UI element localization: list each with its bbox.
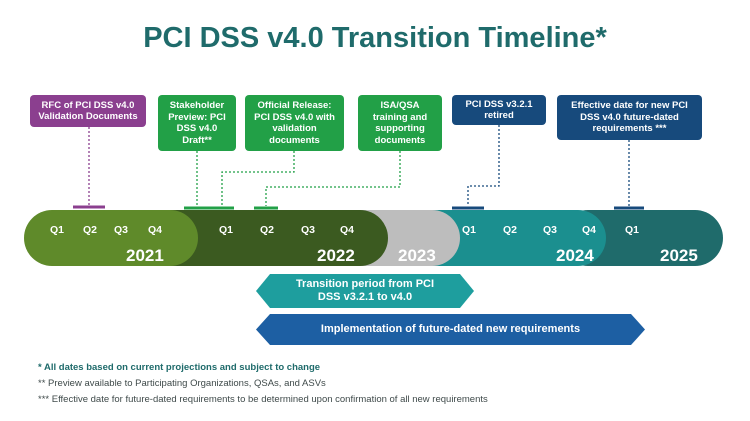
quarter-2025-q1: Q1 <box>625 224 640 236</box>
callout-official-release-text: Official Release: PCI DSS v4.0 with vali… <box>254 100 335 146</box>
connector-isa-qsa <box>254 151 401 210</box>
quarter-2021-q4: Q4 <box>148 224 163 236</box>
callout-official-release: Official Release: PCI DSS v4.0 with vali… <box>245 95 344 151</box>
quarter-2022-q2: Q2 <box>260 224 275 236</box>
footnote-2: ** Preview available to Participating Or… <box>38 378 326 389</box>
year-2022: 2022 <box>317 246 355 265</box>
quarter-2021-q3: Q3 <box>114 224 129 236</box>
timeline-segment-2021 <box>24 210 198 266</box>
footnote-3: *** Effective date for future-dated requ… <box>38 394 488 405</box>
transition-period-text: Transition period from PCI DSS v3.2.1 to… <box>295 278 435 303</box>
quarter-2024-q4: Q4 <box>582 224 597 236</box>
page-title: PCI DSS v4.0 Transition Timeline* <box>143 22 607 54</box>
connector-v321-retired <box>452 125 500 210</box>
callout-stakeholder-preview-text: Stakeholder Preview: PCI DSS v4.0 Draft*… <box>168 100 226 146</box>
connector-effective-date <box>614 140 644 210</box>
transition-period-arrow: Transition period from PCI DSS v3.2.1 to… <box>256 274 474 308</box>
callout-isa-qsa-training-text: ISA/QSA training and supporting document… <box>372 100 428 146</box>
quarter-2021-q2: Q2 <box>83 224 98 236</box>
year-2021: 2021 <box>126 246 164 265</box>
quarter-2022-q4: Q4 <box>340 224 355 236</box>
quarter-2022-q1: Q1 <box>219 224 234 236</box>
implementation-arrow: Implementation of future-dated new requi… <box>256 314 645 345</box>
callout-effective-date: Effective date for new PCI DSS v4.0 futu… <box>557 95 702 140</box>
connector-official-release <box>221 151 295 206</box>
quarter-2022-q3: Q3 <box>301 224 316 236</box>
year-2025: 2025 <box>660 246 698 265</box>
footnote-1: * All dates based on current projections… <box>38 362 321 373</box>
callout-rfc: RFC of PCI DSS v4.0 Validation Documents <box>30 95 146 127</box>
quarter-2024-q1: Q1 <box>462 224 477 236</box>
callout-effective-date-text: Effective date for new PCI DSS v4.0 futu… <box>571 100 688 135</box>
implementation-text: Implementation of future-dated new requi… <box>320 323 581 335</box>
callout-v321-retired: PCI DSS v3.2.1 retired <box>452 95 546 125</box>
connector-rfc <box>73 127 105 209</box>
callout-rfc-text: RFC of PCI DSS v4.0 Validation Documents <box>38 99 138 123</box>
quarter-2024-q2: Q2 <box>503 224 518 236</box>
connector-stakeholder-preview <box>184 151 234 210</box>
callout-stakeholder-preview: Stakeholder Preview: PCI DSS v4.0 Draft*… <box>158 95 236 151</box>
quarter-2021-q1: Q1 <box>50 224 65 236</box>
callout-isa-qsa-training: ISA/QSA training and supporting document… <box>358 95 442 151</box>
year-2024: 2024 <box>556 246 594 265</box>
callout-v321-retired-text: PCI DSS v3.2.1 retired <box>465 98 533 122</box>
quarter-2024-q3: Q3 <box>543 224 558 236</box>
year-2023: 2023 <box>398 246 436 265</box>
